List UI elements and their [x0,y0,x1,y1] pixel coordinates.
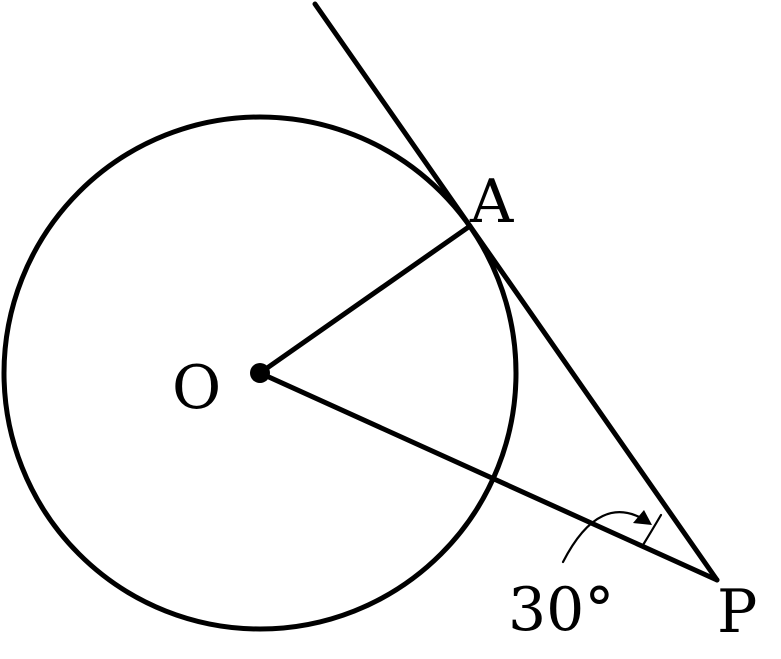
angle-leader-arrowhead [633,510,652,525]
label-p: P [717,577,757,647]
center-point-o [250,363,270,383]
circle [1,114,519,632]
angle-label: 30° [508,575,614,645]
radius-oa [257,223,473,376]
segment-op [257,370,720,583]
angle-arc [641,513,663,547]
angle-leader-curve [561,511,650,564]
label-a: A [469,167,514,237]
tangent-line [312,1,720,583]
label-o: O [172,353,221,423]
